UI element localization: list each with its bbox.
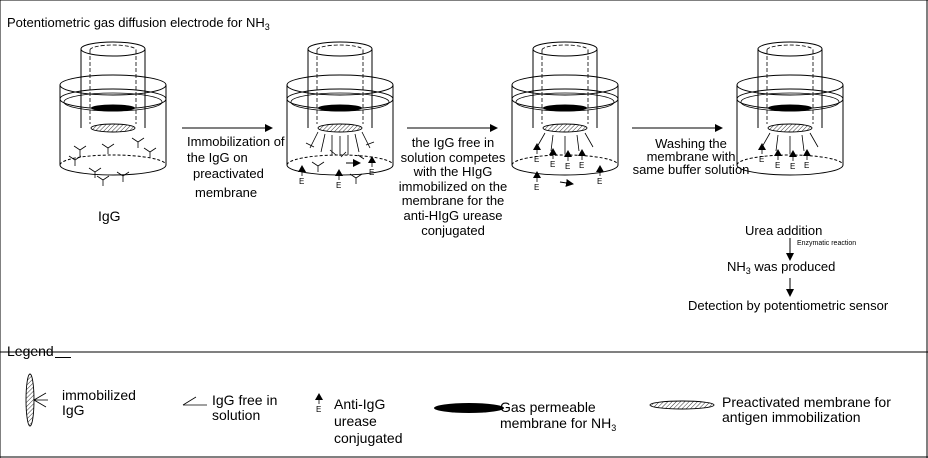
electrode-beaker-3 [511, 41, 619, 176]
diagram-title: Potentiometric gas diffusion electrode f… [7, 15, 270, 32]
igg-label: IgG [98, 208, 121, 224]
legend-item-immobilized-igg: immobilized IgG [62, 387, 136, 418]
legend-item-gas-membrane: Gas permeable membrane for NH3 [500, 399, 617, 433]
legend-symbol-free-igg [182, 396, 207, 406]
immobilized-igg-beaker-2 [297, 131, 377, 191]
detection-text: Detection by potentiometric sensor [688, 298, 889, 313]
nh3-produced-text: NH3 was produced [727, 259, 836, 276]
legend-heading: Legend [7, 343, 71, 359]
legend-item-enzyme-conjugate: Anti-IgG urease conjugated [334, 396, 403, 446]
legend-symbol-preactivated-membrane [649, 400, 715, 410]
immobilized-igg-beaker-4 [757, 132, 819, 172]
legend-symbol-immobilized-igg [25, 373, 48, 427]
free-igg-beaker-1 [68, 137, 157, 187]
step-1-text: Immobilization of the IgG on preactivate… [187, 134, 285, 200]
legend-symbol-enzyme [314, 392, 324, 415]
step-3-text: Washing the membrane with same buffer so… [632, 136, 750, 177]
immobilized-igg-beaker-3 [532, 132, 605, 193]
enzymatic-reaction-text: Enzymatic reaction [797, 240, 857, 247]
legend-item-free-igg: IgG free in solution [212, 392, 278, 423]
urea-addition-text: Urea addition [745, 223, 823, 238]
legend-symbol-gas-membrane [434, 403, 504, 413]
legend-item-preactivated-membrane: Preactivated membrane for antigen immobi… [722, 394, 891, 425]
step-2-text: the IgG free in solution competes with t… [398, 135, 508, 238]
